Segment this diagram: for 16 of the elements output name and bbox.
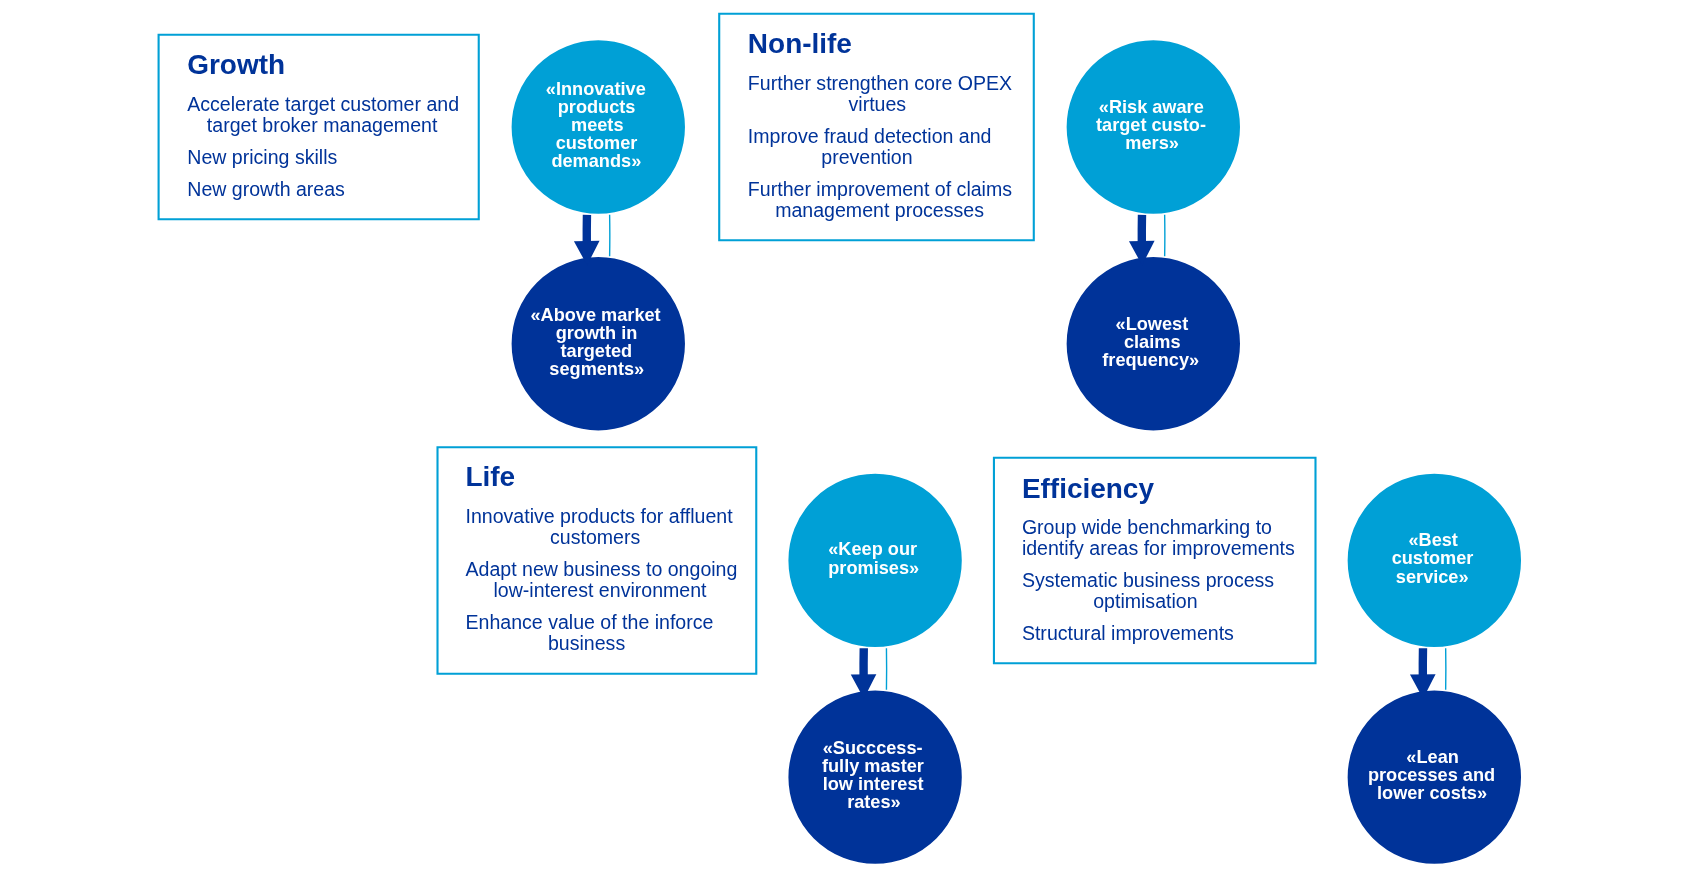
connector xyxy=(885,647,888,691)
node-box: Life Innovative products for affluent customers Adapt new business to ongoing low-interest environment Enhance value of the inforce business xyxy=(436,446,758,675)
connector xyxy=(1163,214,1166,258)
node-box: Growth Accelerate target customer and target broker management New pricing skills New growth areas xyxy=(157,33,480,221)
node-circle: «Above market growth in targeted segments» xyxy=(508,254,688,434)
node-box: Efficiency Group wide benchmarking to identify areas for improvements Systematic business process optimisation Structural improvements xyxy=(992,456,1317,665)
node-box: Non-life Further strengthen core OPEX virtues Improve fraud detection and prevention Further improvement of claims management processes xyxy=(718,12,1035,242)
node-circle: «Keep our promises» xyxy=(785,470,965,650)
node-circle: «Best customer service» xyxy=(1344,470,1524,650)
node-circle: «Lowest claims frequency» xyxy=(1063,254,1243,434)
node-circle: «Lean processes and lower costs» xyxy=(1344,687,1524,867)
connector xyxy=(1444,647,1447,691)
node-circle: «Risk aware target custo- mers» xyxy=(1063,37,1243,217)
node-circle: «Innovative products meets customer demands» xyxy=(508,37,688,217)
node-circle: «Succcess- fully master low interest rates» xyxy=(785,687,965,867)
connector xyxy=(608,214,611,258)
